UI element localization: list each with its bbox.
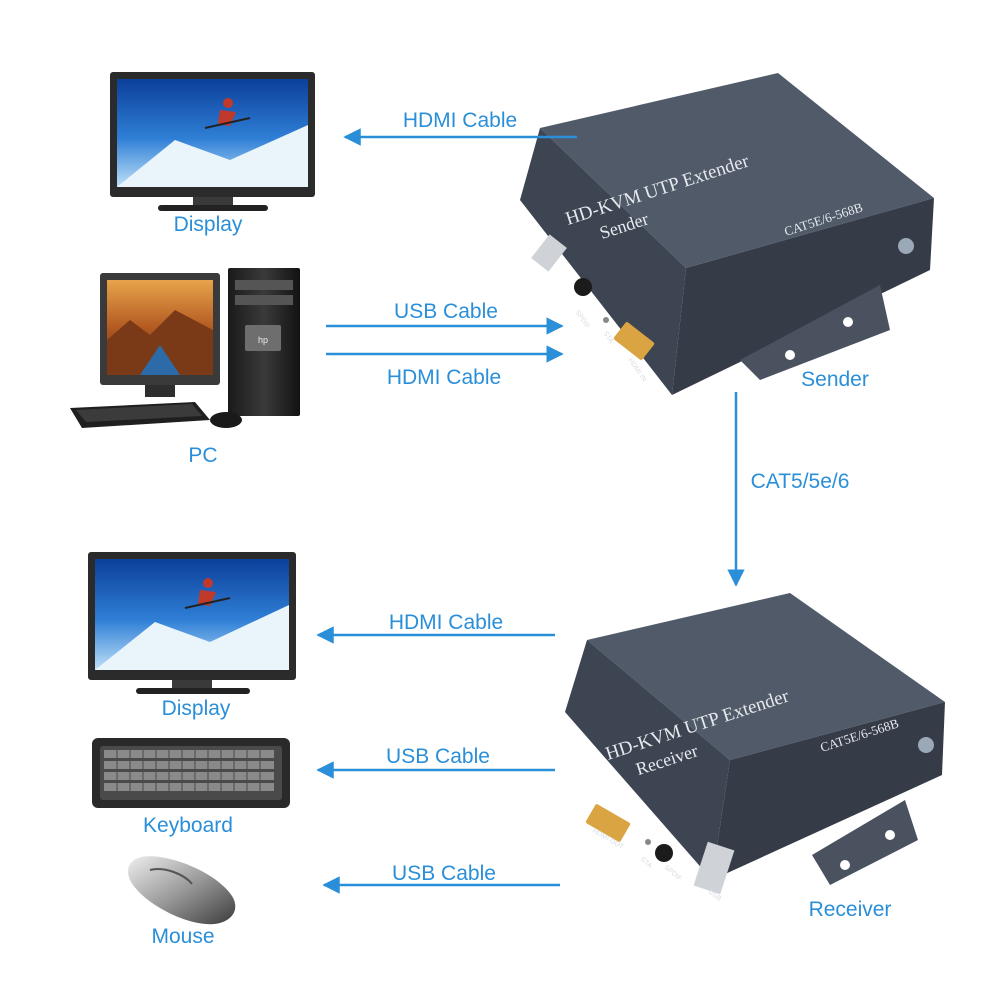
mouse: Mouse (128, 856, 236, 948)
pc-label: PC (188, 444, 217, 467)
cable-label-pc-hdmi: HDMI Cable (387, 366, 501, 389)
sender-port-sta: STA (601, 330, 614, 345)
display-bottom-label: Display (162, 697, 231, 720)
receiver-port-sta: STA (639, 856, 654, 870)
connections: HDMI Cable USB Cable HDMI Cable CAT5/5e/… (316, 109, 850, 894)
desktop-pc-icon: hp (70, 268, 300, 428)
display-bottom: Display (88, 552, 296, 720)
sender-device: HD-KVM UTP Extender Sender CAT5E/6-568B … (520, 73, 934, 395)
sender-port-hdmi-in: HDMI IN (626, 357, 647, 383)
cable-label-cat: CAT5/5e/6 (751, 470, 850, 493)
receiver-port-spdif: SPDIF (663, 864, 683, 883)
receiver-device: HD-KVM UTP Extender Receiver CAT5E/6-568… (565, 593, 945, 921)
keyboard: Keyboard (92, 738, 290, 837)
monitor-icon (88, 552, 296, 694)
cable-label-sender-display: HDMI Cable (403, 109, 517, 132)
sender-label: Sender (801, 368, 869, 391)
display-top-label: Display (174, 213, 243, 236)
sender-port-spdif: SPDIF (573, 309, 591, 330)
keyboard-label: Keyboard (143, 814, 233, 837)
mouse-icon (128, 856, 236, 925)
display-top: Display (110, 72, 315, 236)
svg-text:hp: hp (258, 335, 268, 345)
monitor-icon (110, 72, 315, 211)
mouse-label: Mouse (151, 925, 214, 948)
cable-label-pc-usb: USB Cable (394, 300, 498, 323)
cable-label-receiver-display: HDMI Cable (389, 611, 503, 634)
pc: hp PC (70, 268, 300, 467)
keyboard-icon (92, 738, 290, 808)
receiver-label: Receiver (809, 898, 892, 921)
cable-label-receiver-mouse: USB Cable (392, 862, 496, 885)
cable-label-receiver-keyboard: USB Cable (386, 745, 490, 768)
